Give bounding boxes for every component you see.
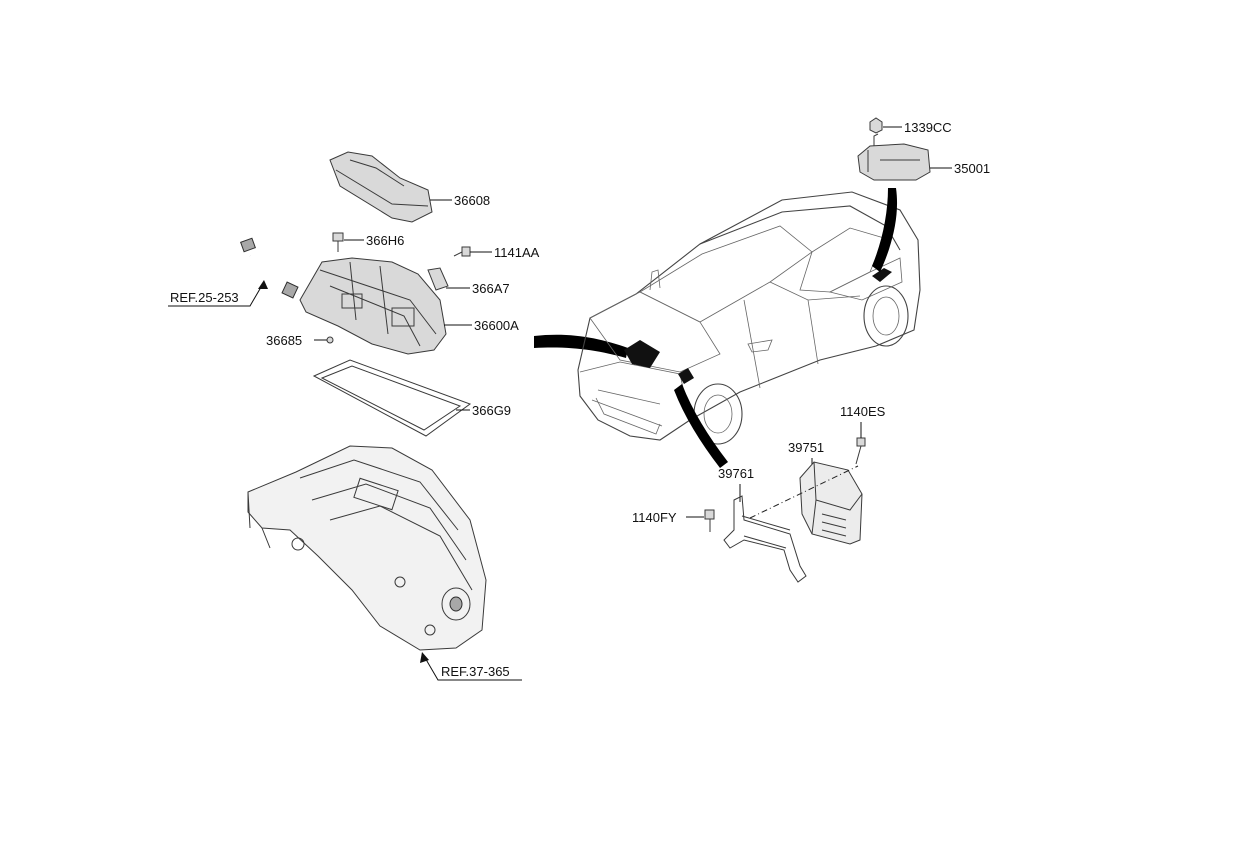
bolt-1140FY[interactable]	[704, 509, 715, 532]
arrow-ref37	[420, 652, 429, 663]
nut-1339CC[interactable]	[869, 117, 883, 134]
module-35001[interactable]	[857, 133, 931, 181]
label-39751: 39751	[788, 440, 824, 455]
part-36685[interactable]	[326, 336, 334, 344]
label-36600A: 36600A	[474, 318, 519, 333]
coolant-hose[interactable]	[240, 237, 300, 299]
bolt-366H6[interactable]	[332, 232, 344, 252]
bolt-1141AA[interactable]	[453, 246, 471, 257]
bracket-366A7[interactable]	[427, 267, 449, 291]
label-366G9: 366G9	[472, 403, 511, 418]
label-366A7: 366A7	[472, 281, 510, 296]
ref-37-365[interactable]: REF.37-365	[441, 664, 510, 679]
inverter-36600A[interactable]	[299, 257, 447, 355]
label-1339CC: 1339CC	[904, 120, 952, 135]
pointer-car-to-35001	[872, 188, 898, 272]
label-1140ES: 1140ES	[840, 404, 886, 419]
car-module-charger	[872, 268, 892, 282]
cover-36608[interactable]	[329, 151, 433, 223]
label-36608: 36608	[454, 193, 490, 208]
leader-ref37	[423, 655, 522, 681]
label-1140FY: 1140FY	[632, 510, 677, 525]
pointer-car-to-39761	[674, 384, 728, 468]
ref-25-253[interactable]: REF.25-253	[170, 290, 239, 305]
label-1141AA: 1141AA	[494, 245, 540, 260]
arrow-ref25	[258, 280, 268, 289]
car-module-inverter	[624, 340, 660, 368]
label-36685: 36685	[266, 333, 302, 348]
drive-unit[interactable]	[247, 445, 487, 651]
car-module-vcu	[678, 368, 694, 384]
bracket-39761[interactable]	[723, 495, 807, 583]
pointer-inverter-to-car	[534, 334, 628, 358]
label-366H6: 366H6	[366, 233, 404, 248]
label-39761: 39761	[718, 466, 754, 481]
leader-ref25	[168, 281, 265, 307]
bolt-1140ES[interactable]	[855, 437, 866, 465]
gasket-366G9[interactable]	[312, 359, 472, 437]
vcu-39751[interactable]	[799, 461, 863, 545]
label-35001: 35001	[954, 161, 990, 176]
